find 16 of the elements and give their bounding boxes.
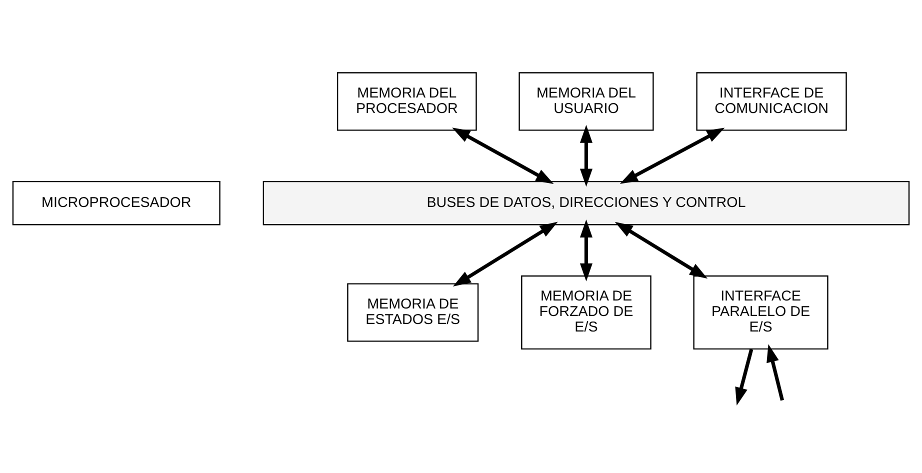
node-box: MEMORIA DEL USUARIO xyxy=(518,72,654,130)
arrow xyxy=(580,219,593,281)
arrow xyxy=(452,221,558,286)
arrow xyxy=(766,344,784,400)
node-box: MEMORIA DE ESTADOS E/S xyxy=(347,282,479,342)
arrow xyxy=(620,127,725,184)
arrow xyxy=(452,127,554,184)
node-box: BUSES DE DATOS, DIRECCIONES Y CONTROL xyxy=(262,180,910,225)
arrow xyxy=(735,348,754,406)
arrow xyxy=(614,221,708,278)
arrow xyxy=(580,124,593,186)
node-box: INTERFACE DE COMUNICACION xyxy=(696,72,847,130)
node-box: MICROPROCESADOR xyxy=(12,180,220,225)
node-box: INTERFACE PARALELO DE E/S xyxy=(693,274,828,350)
node-box: MEMORIA DEL PROCESADOR xyxy=(336,72,477,130)
node-box: MEMORIA DE FORZADO DE E/S xyxy=(521,274,652,350)
